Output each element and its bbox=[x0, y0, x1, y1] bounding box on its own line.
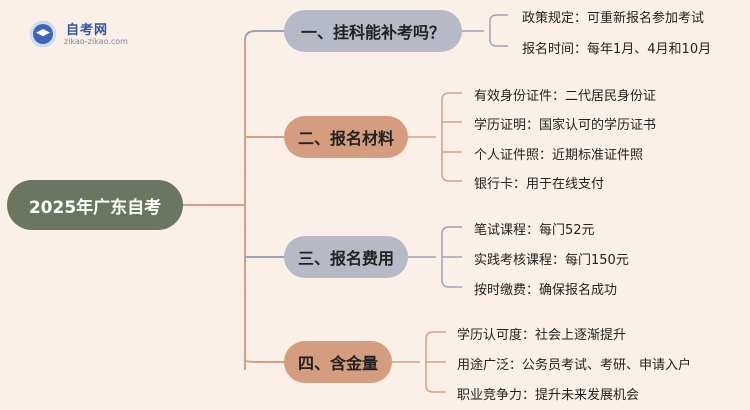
branch-node-materials: 二、报名材料 bbox=[284, 116, 408, 158]
leaf-item: 用途广泛：公务员考试、考研、申请入户 bbox=[457, 358, 692, 373]
connector-b3-leaf-1 bbox=[441, 226, 462, 235]
site-logo[interactable]: 自考网 zikao-zikao.com bbox=[30, 17, 150, 53]
connector-b1-leaf-1 bbox=[489, 14, 508, 22]
leaf-item: 报名时间：每年1月、4月和10月 bbox=[522, 42, 712, 57]
connector-b1-leaf-2 bbox=[489, 39, 508, 47]
branch-node-value: 四、含金量 bbox=[284, 341, 392, 383]
logo-title: 自考网 bbox=[66, 23, 109, 38]
leaf-item: 有效身份证件：二代居民身份证 bbox=[474, 89, 657, 104]
leaf-item: 学历证明：国家认可的学历证书 bbox=[474, 118, 657, 133]
connector-branch-4 bbox=[244, 359, 284, 363]
leaf-item: 银行卡：用于在线支付 bbox=[474, 177, 605, 192]
leaf-item: 学历认可度：社会上逐渐提升 bbox=[457, 328, 627, 343]
connector-b2-leaf-1 bbox=[441, 92, 462, 101]
graduation-cap-icon bbox=[30, 21, 56, 47]
branch-node-retake: 一、挂科能补考吗？ bbox=[284, 10, 462, 52]
logo-url: zikao-zikao.com bbox=[64, 37, 128, 46]
connector-b4-leaf-3 bbox=[425, 384, 446, 393]
connector-b2-leaf-4 bbox=[441, 173, 462, 182]
branch-node-fees: 三、报名费用 bbox=[284, 236, 408, 278]
connector-b3-leaf-3 bbox=[441, 279, 462, 288]
leaf-item: 职业竞争力：提升未来发展机会 bbox=[457, 388, 640, 403]
root-node: 2025年广东自考 bbox=[7, 180, 183, 230]
leaf-item: 笔试课程：每门52元 bbox=[474, 223, 595, 238]
connector-b4-leaf-1 bbox=[425, 331, 446, 340]
leaf-item: 按时缴费：确保报名成功 bbox=[474, 283, 618, 298]
connector-branch-1 bbox=[244, 30, 284, 41]
leaf-item: 实践考核课程：每门150元 bbox=[474, 253, 629, 268]
leaf-item: 个人证件照：近期标准证件照 bbox=[474, 148, 644, 163]
leaf-item: 政策规定：可重新报名参加考试 bbox=[522, 11, 705, 26]
